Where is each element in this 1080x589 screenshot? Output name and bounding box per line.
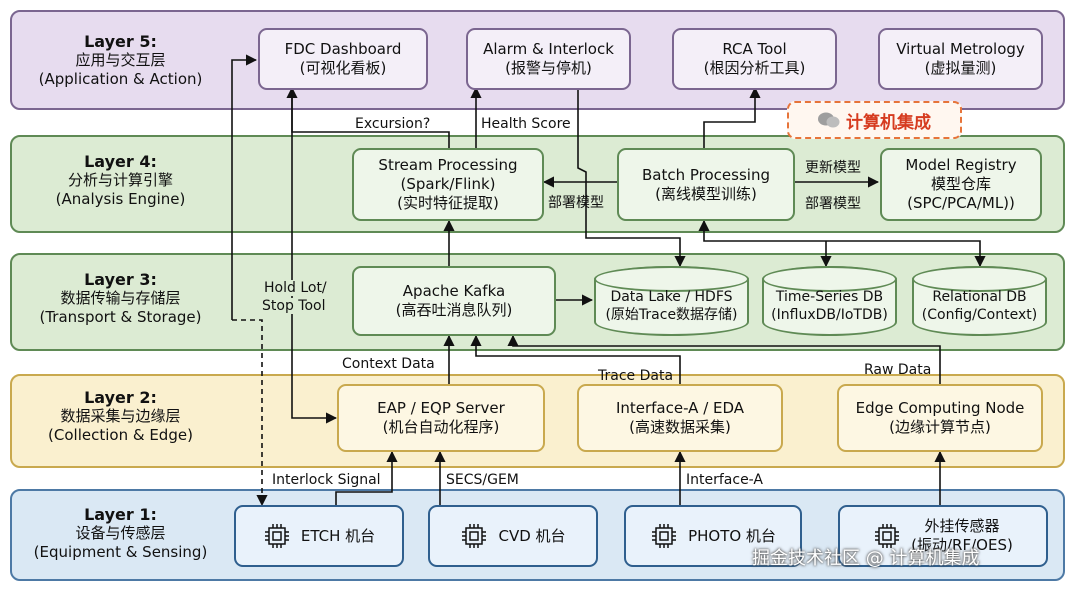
chip-icon bbox=[263, 522, 291, 550]
watermark-badge: 计算机集成 bbox=[787, 101, 962, 139]
deploy-model-label-1: 部署模型 bbox=[548, 195, 604, 211]
eap-server-box: EAP / EQP Server(机台自动化程序) bbox=[337, 384, 545, 452]
batch-processing-box: Batch Processing(离线模型训练) bbox=[617, 148, 795, 221]
update-model-label: 更新模型 bbox=[805, 160, 861, 176]
trace-data-label: Trace Data bbox=[598, 368, 674, 384]
edge-computing-box: Edge Computing Node(边缘计算节点) bbox=[837, 384, 1043, 452]
cvd-tool-box: CVD 机台 bbox=[428, 505, 598, 567]
alarm-interlock-box: Alarm & Interlock(报警与停机) bbox=[466, 28, 631, 90]
layer-2-title: Layer 2:数据采集与边缘层(Collection & Edge) bbox=[48, 388, 193, 444]
wechat-icon bbox=[818, 111, 840, 129]
layer-4-title: Layer 4:分析与计算引擎(Analysis Engine) bbox=[55, 152, 186, 208]
interlock-signal-label: Interlock Signal bbox=[272, 472, 381, 488]
fdc-dashboard-box: FDC Dashboard(可视化看板) bbox=[258, 28, 428, 90]
raw-data-label: Raw Data bbox=[864, 362, 932, 378]
layer-3-title: Layer 3:数据传输与存储层(Transport & Storage) bbox=[39, 270, 202, 326]
chip-icon bbox=[460, 522, 488, 550]
secs-gem-label: SECS/GEM bbox=[446, 472, 519, 488]
stop-tool-label: Stop Tool bbox=[262, 298, 326, 314]
data-lake-db: Data Lake / HDFS(原始Trace数据存储) bbox=[594, 266, 749, 336]
apache-kafka-box: Apache Kafka(高吞吐消息队列) bbox=[352, 266, 556, 336]
excursion-label: Excursion? bbox=[355, 116, 431, 132]
rca-tool-box: RCA Tool(根因分析工具) bbox=[672, 28, 837, 90]
relational-db: Relational DB(Config/Context) bbox=[912, 266, 1047, 336]
time-series-db: Time-Series DB(InfluxDB/IoTDB) bbox=[762, 266, 897, 336]
photo-tool-box: PHOTO 机台 bbox=[624, 505, 802, 567]
chip-icon bbox=[873, 522, 901, 550]
external-sensor-box: 外挂传感器(振动/RF/OES) bbox=[838, 505, 1048, 567]
layer-1-title: Layer 1:设备与传感层(Equipment & Sensing) bbox=[33, 505, 208, 561]
health-score-label: Health Score bbox=[481, 116, 571, 132]
virtual-metrology-box: Virtual Metrology(虚拟量测) bbox=[878, 28, 1043, 90]
deploy-model-label-2: 部署模型 bbox=[805, 196, 861, 212]
context-data-label: Context Data bbox=[342, 356, 435, 372]
etch-tool-box: ETCH 机台 bbox=[234, 505, 404, 567]
interface-a-box: Interface-A / EDA(高速数据采集) bbox=[577, 384, 783, 452]
footer-watermark: 掘金技术社区 @ 计算机集成 bbox=[752, 548, 980, 569]
interface-a-label: Interface-A bbox=[686, 472, 763, 488]
chip-icon bbox=[650, 522, 678, 550]
stream-processing-box: Stream Processing(Spark/Flink)(实时特征提取) bbox=[352, 148, 544, 221]
hold-lot-label: Hold Lot/ bbox=[264, 280, 327, 296]
layer-5-title: Layer 5:应用与交互层(Application & Action) bbox=[38, 32, 203, 88]
